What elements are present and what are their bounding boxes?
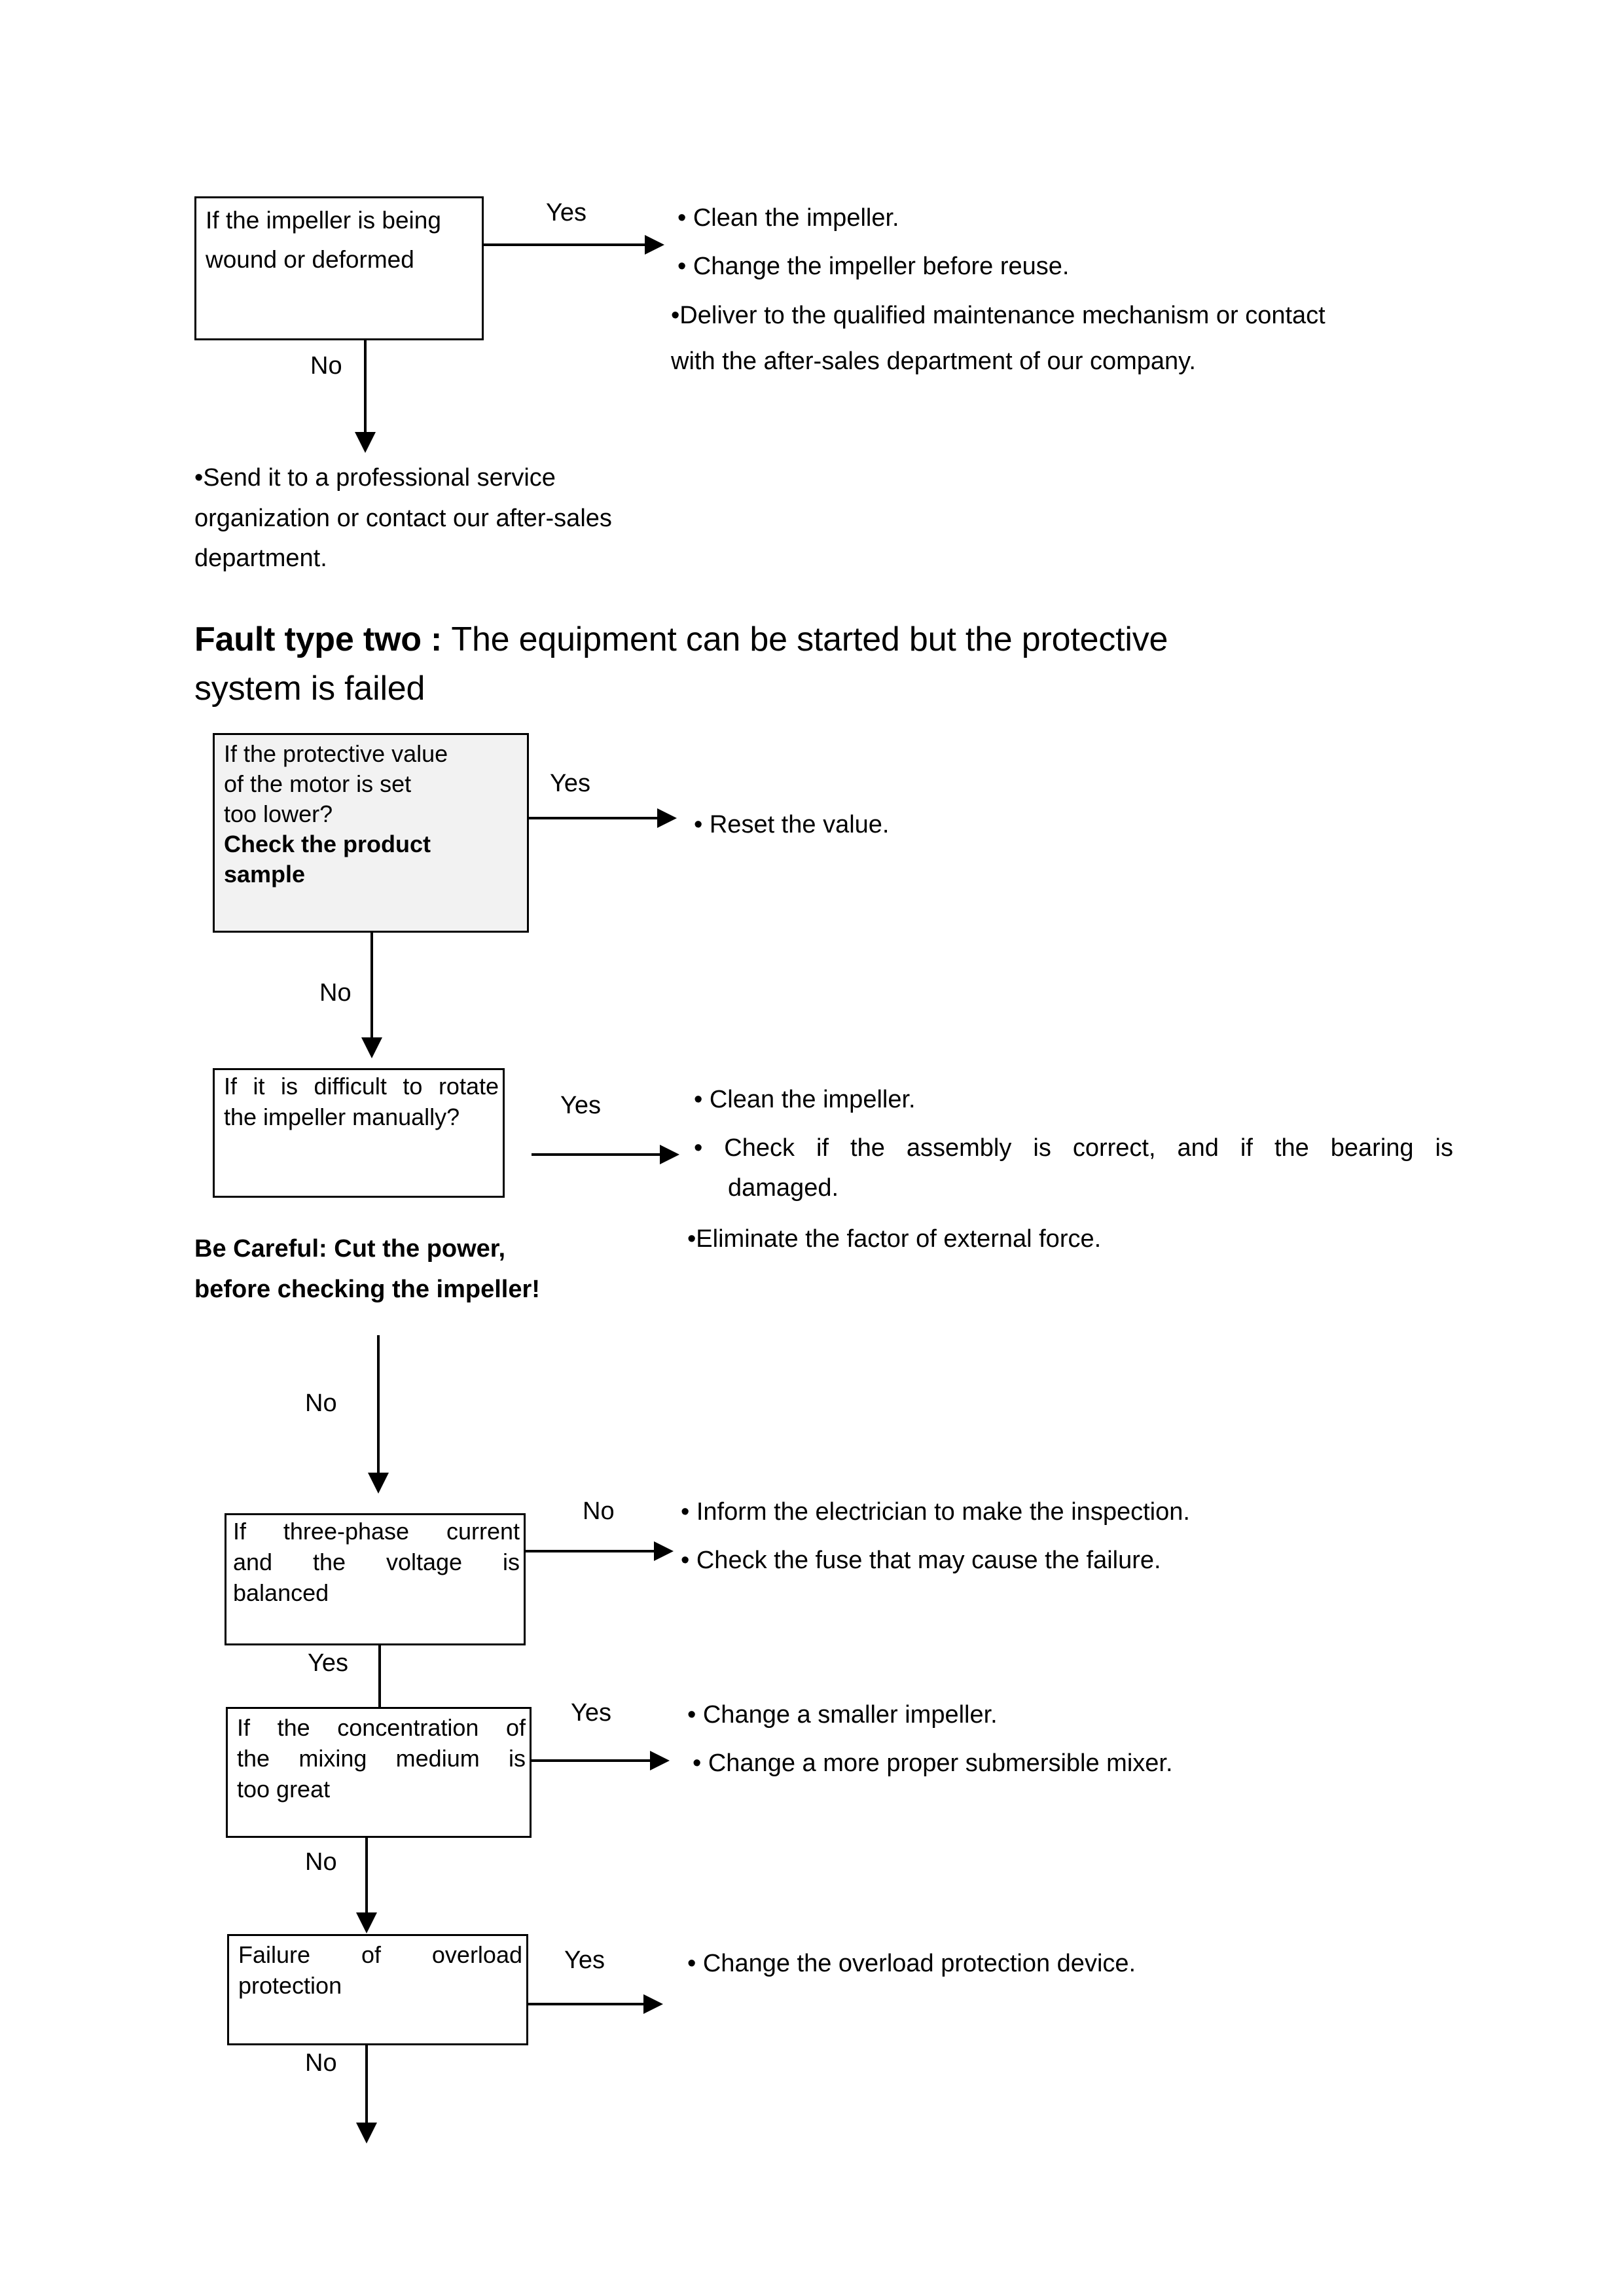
box-line: If the impeller is being xyxy=(206,207,441,234)
yes-arrow-head-1 xyxy=(645,235,664,255)
branch-line-step4 xyxy=(532,1759,653,1762)
branch-label-step1: Yes xyxy=(550,770,590,797)
heading-rest-part: The equipment can be started but the pro… xyxy=(451,620,1168,658)
note-line: before checking the impeller! xyxy=(194,1275,540,1303)
box-line-bold: Check the product xyxy=(224,831,431,858)
decision-box-impeller-wound: If the impeller is being wound or deform… xyxy=(194,196,484,340)
box-line: protection xyxy=(238,1971,342,1999)
exit-arrow-step1 xyxy=(361,1037,382,1058)
exit-label-step1: No xyxy=(319,979,352,1007)
branch-arrow-step2 xyxy=(660,1145,679,1164)
bullet-item: • Inform the electrician to make the ins… xyxy=(681,1498,1190,1526)
exit-line-step4 xyxy=(365,1838,368,1915)
decision-box-overload-protection: Failure of overload protection xyxy=(227,1934,528,2045)
bullet-item: • Clean the impeller. xyxy=(694,1086,916,1113)
heading-second-line: system is failed xyxy=(194,670,425,708)
box-line: If it is difficult to rotate xyxy=(224,1073,499,1100)
bullet-item: • Reset the value. xyxy=(694,811,890,838)
branch-label-step4: Yes xyxy=(571,1699,611,1727)
box-line: and the voltage is xyxy=(233,1548,520,1575)
decision-box-three-phase-current: If three-phase current and the voltage i… xyxy=(225,1513,526,1645)
yes-label-1: Yes xyxy=(546,199,586,226)
para-line: department. xyxy=(194,545,327,573)
actions-step5: • Change the overload protection device. xyxy=(687,1944,1440,1984)
decision-box-rotate-impeller: If it is difficult to rotate the impelle… xyxy=(213,1068,505,1198)
no-arrow-head-1 xyxy=(355,432,376,453)
yes-connector-line-1 xyxy=(484,243,647,246)
no-label-1: No xyxy=(310,352,342,380)
bullet-item: • Clean the impeller. xyxy=(677,204,899,232)
exit-label-step5: No xyxy=(305,2049,337,2077)
no-action-text-1: •Send it to a professional service organ… xyxy=(194,458,731,579)
branch-line-step3 xyxy=(526,1550,657,1552)
box-line: of the motor is set xyxy=(224,770,412,798)
exit-arrow-step5 xyxy=(356,2123,377,2144)
exit-arrow-step4 xyxy=(356,1912,377,1933)
actions-step3: • Inform the electrician to make the ins… xyxy=(681,1492,1434,1581)
actions-step1: • Reset the value. xyxy=(694,805,1414,846)
box-line: too great xyxy=(237,1775,331,1803)
exit-line-step5 xyxy=(365,2043,368,2125)
bullet-item: • Change the impeller before reuse. xyxy=(677,252,1070,280)
box-line: If three-phase current xyxy=(233,1518,520,1545)
no-connector-line-1 xyxy=(364,340,367,435)
bullet-item: • Change a smaller impeller. xyxy=(687,1701,998,1729)
fault-type-two-heading: Fault type two : The equipment can be st… xyxy=(194,615,1471,714)
box-line: too lower? xyxy=(224,800,333,828)
box-line: the impeller manually? xyxy=(224,1103,460,1130)
exit-line-step1 xyxy=(370,933,373,1041)
exit-line-step2 xyxy=(377,1335,380,1476)
exit-label-step4: No xyxy=(305,1848,337,1876)
exit-line-step3 xyxy=(378,1645,381,1711)
bullet-item: • Check if the assembly is correct, and … xyxy=(694,1134,1453,1162)
decision-box-overload-protection-text: Failure of overload protection xyxy=(238,1940,522,2001)
box-line: the mixing medium is xyxy=(237,1744,526,1772)
decision-box-mixing-concentration-text: If the concentration of the mixing mediu… xyxy=(237,1713,526,1804)
heading-bold-part: Fault type two : xyxy=(194,620,452,658)
bullet-item: •Deliver to the qualified maintenance me… xyxy=(671,302,1326,330)
decision-box-protective-value: If the protective value of the motor is … xyxy=(213,733,529,933)
bullet-item: • Change a more proper submersible mixer… xyxy=(693,1749,1173,1777)
decision-box-impeller-wound-text: If the impeller is being wound or deform… xyxy=(206,201,478,279)
note-line: Be Careful: Cut the power, xyxy=(194,1235,506,1263)
bullet-item: •Eliminate the factor of external force. xyxy=(687,1225,1102,1253)
bullet-item: damaged. xyxy=(728,1174,839,1202)
branch-arrow-step3 xyxy=(654,1541,674,1561)
branch-line-step5 xyxy=(528,2003,646,2005)
bullet-item: • Change the overload protection device. xyxy=(687,1950,1136,1977)
box-line-bold: sample xyxy=(224,861,306,888)
branch-arrow-step1 xyxy=(657,808,677,828)
box-line: balanced xyxy=(233,1579,329,1606)
decision-box-protective-value-text: If the protective value of the motor is … xyxy=(224,739,523,889)
exit-arrow-step2 xyxy=(368,1473,389,1494)
box-line: Failure of overload xyxy=(238,1941,522,1968)
box-line: If the concentration of xyxy=(237,1714,526,1741)
actions-step2: • Clean the impeller. • Check if the ass… xyxy=(687,1080,1453,1259)
branch-label-step3: No xyxy=(583,1498,615,1525)
exit-label-step2: No xyxy=(305,1390,337,1417)
branch-arrow-step4 xyxy=(650,1751,670,1770)
para-line: organization or contact our after-sales xyxy=(194,504,612,532)
para-line: •Send it to a professional service xyxy=(194,464,556,492)
decision-box-mixing-concentration: If the concentration of the mixing mediu… xyxy=(226,1707,532,1838)
branch-label-step2: Yes xyxy=(560,1092,601,1119)
decision-box-three-phase-current-text: If three-phase current and the voltage i… xyxy=(233,1516,520,1608)
branch-line-step1 xyxy=(529,817,660,819)
branch-arrow-step5 xyxy=(643,1994,663,2014)
bullet-item: • Check the fuse that may cause the fail… xyxy=(681,1546,1161,1574)
yes-actions-1: • Clean the impeller. • Change the impel… xyxy=(671,198,1463,382)
box-line: wound or deformed xyxy=(206,245,414,273)
actions-step4: • Change a smaller impeller. • Change a … xyxy=(687,1695,1440,1784)
box-line: If the protective value xyxy=(224,740,448,767)
branch-line-step2 xyxy=(532,1153,662,1156)
decision-box-rotate-impeller-text: If it is difficult to rotate the impelle… xyxy=(224,1071,499,1133)
be-careful-note: Be Careful: Cut the power, before checki… xyxy=(194,1229,666,1310)
bullet-item: with the after-sales department of our c… xyxy=(671,347,1196,375)
branch-label-step5: Yes xyxy=(564,1946,605,1974)
exit-label-step3: Yes xyxy=(308,1649,348,1677)
